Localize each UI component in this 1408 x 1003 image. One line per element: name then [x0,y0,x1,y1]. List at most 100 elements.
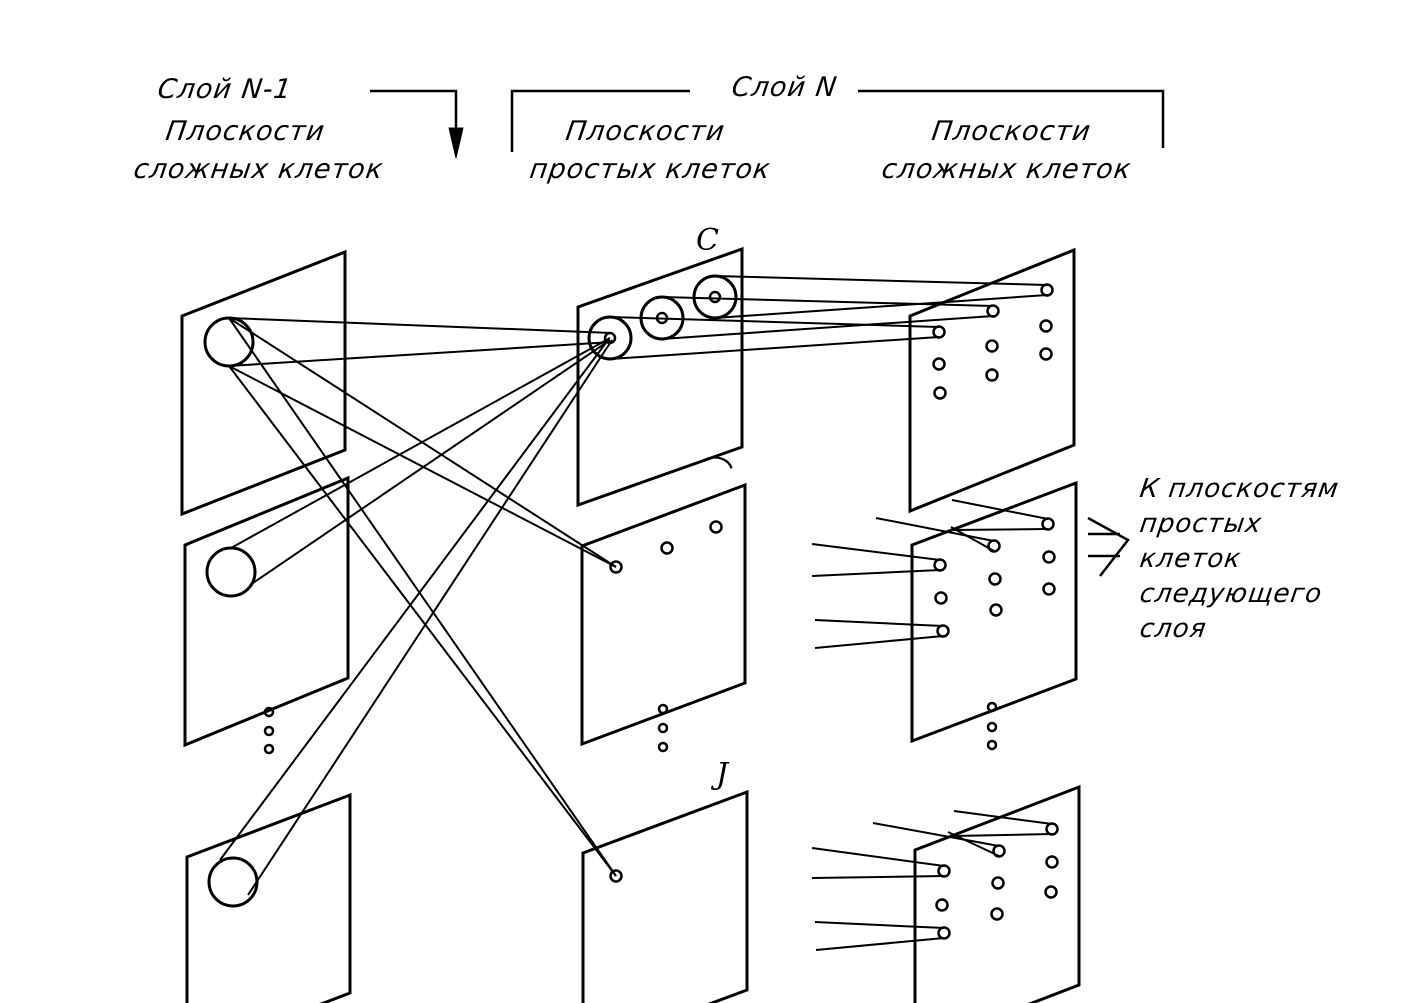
cell [992,844,1006,858]
connection-line [230,337,611,549]
simple-cells-label: простых клеток [527,154,773,185]
cell [987,539,1001,553]
ellipsis-dot [263,725,275,737]
ellipsis-dot [986,739,998,751]
simple-receptive-circle [587,315,633,361]
layer-transition-arrow-line [370,89,458,150]
complex-prev-plane-3 [185,792,352,1003]
receptive-field-circle-prev-1 [203,316,255,368]
connection-line [228,341,613,367]
cell [937,864,951,878]
receptive-field-circle-prev-3 [207,856,259,908]
simple-plane-3 [581,789,749,1003]
simple-cell [708,290,722,304]
cell [986,304,1000,318]
cell [935,898,949,912]
receptive-field-circle-prev-2 [205,546,257,598]
cell [988,572,1002,586]
connection-line [951,528,1049,531]
complex-plane-1 [908,247,1076,514]
ellipsis-dots [263,701,998,755]
cell [1045,855,1059,869]
cell [934,591,948,605]
feature-glyph-top: C [696,223,719,258]
cell [932,325,946,339]
connection-line [714,275,1048,286]
cell [989,603,1003,617]
cell [985,339,999,353]
layer-prev-planes-label: Плоскости [163,116,328,147]
cell [660,541,674,555]
layer-current-title: Слой N [729,72,840,103]
double-arrow-right-icon [1087,516,1130,577]
cell [936,624,950,638]
layer-prev-complex-label: сложных клеток [131,154,386,185]
complex-cells-label: сложных клеток [879,154,1134,185]
connection-line [875,517,995,542]
cells [203,274,1059,940]
side-note-line: слоя [1137,614,1209,644]
complex-plane-2 [910,480,1078,744]
ellipsis-dot [657,703,669,715]
ellipsis-dot [986,721,998,733]
cell [1039,319,1053,333]
cell [1042,582,1056,596]
cell [933,386,947,400]
cell-planes [180,246,1081,1003]
connection-line [228,317,617,877]
side-note-line: простых [1137,509,1264,539]
cell [1045,822,1059,836]
layer-bracket-left [510,89,690,152]
side-note-line: К плоскостям [1137,474,1341,504]
cell [1039,347,1053,361]
connection-line [951,499,1049,520]
simple-receptive-circle [639,295,685,341]
connection-line [811,569,941,577]
connection-line [228,365,617,877]
cell [1041,517,1055,531]
connection-line [249,339,611,586]
connection-line [811,847,945,867]
cell [609,560,623,574]
cell [985,368,999,382]
connections [219,275,1053,951]
simple-cell [655,311,669,325]
connection-line [950,526,995,552]
connection-line [811,875,945,879]
ellipsis-dot [657,722,669,734]
connection-line [714,294,1048,319]
cell [609,869,623,883]
feature-glyph-bottom: J [716,757,729,792]
cell [937,926,951,940]
ellipsis-dot [263,743,275,755]
side-note-line: следующего [1137,579,1325,609]
complex-prev-plane-2 [183,475,350,748]
simple-planes-label: Плоскости [563,116,728,147]
layer-prev-title: Слой N-1 [155,74,295,105]
cell [1042,550,1056,564]
connection-line [661,296,994,307]
ellipsis-dot [986,701,998,713]
side-note-line: клеток [1137,544,1244,574]
connection-line [609,336,940,360]
connection-line [815,937,945,951]
connection-line [811,543,941,561]
simple-plane-2 [580,482,747,747]
connection-line [661,315,994,340]
cell [990,907,1004,921]
cell [932,357,946,371]
simple-cell [603,331,617,345]
ellipsis-dot [657,741,669,753]
cell [1040,283,1054,297]
connection-line [219,339,609,861]
connection-line [228,317,613,334]
simple-receptive-circle [692,274,738,320]
cell [933,558,947,572]
ellipsis-dot [263,706,275,718]
complex-prev-plane-1 [180,249,347,517]
layer-brackets [370,89,1165,159]
connection-line [814,921,945,929]
connection-line [814,619,944,627]
connection-line [872,822,1000,847]
cell [1044,885,1058,899]
